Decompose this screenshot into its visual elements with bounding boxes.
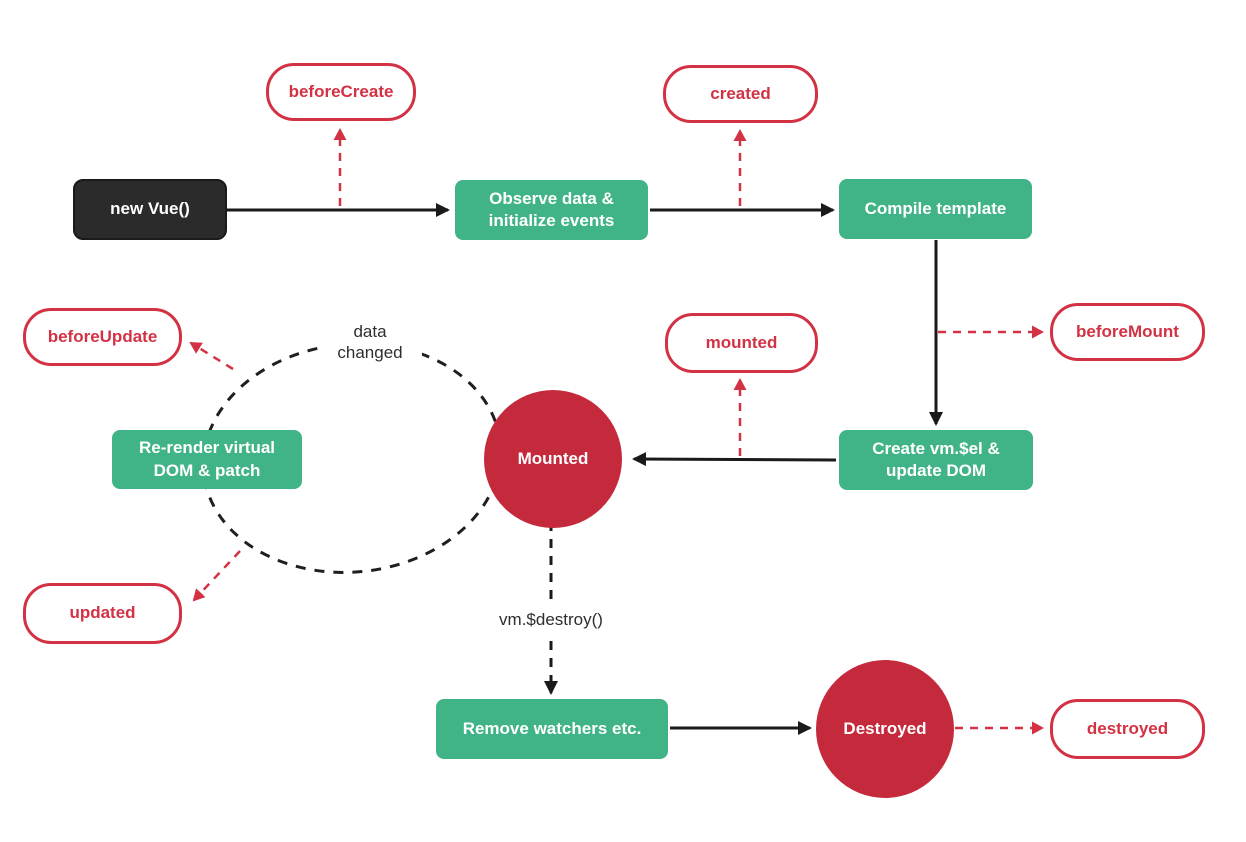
- hook-mounted-pill: mounted: [665, 313, 818, 373]
- hook-before-mount-pill: beforeMount: [1050, 303, 1205, 361]
- node-remove-watchers: Remove watchers etc.: [436, 699, 668, 759]
- hook-updated-pill: updated: [23, 583, 182, 644]
- node-compile-template: Compile template: [839, 179, 1032, 239]
- arrow-to-updated-hook: [192, 550, 241, 602]
- state-mounted-circle: Mounted: [484, 390, 622, 528]
- hook-created-pill: created: [663, 65, 818, 123]
- arrow-createel-to-mounted: [632, 452, 837, 467]
- arrow-to-beforeupdate-hook: [189, 341, 234, 371]
- node-observe-data: Observe data & initialize events: [455, 180, 648, 240]
- hook-destroyed-pill: destroyed: [1050, 699, 1205, 759]
- annotation-data-changed: data changed: [318, 316, 422, 368]
- node-new-vue: new Vue(): [73, 179, 227, 240]
- state-destroyed-circle: Destroyed: [816, 660, 954, 798]
- annotation-vm-destroy: vm.$destroy(): [483, 604, 619, 636]
- hook-before-create-pill: beforeCreate: [266, 63, 416, 121]
- node-create-vmel: Create vm.$el & update DOM: [839, 430, 1033, 490]
- hook-before-update-pill: beforeUpdate: [23, 308, 182, 366]
- node-rerender-vdom: Re-render virtual DOM & patch: [112, 430, 302, 489]
